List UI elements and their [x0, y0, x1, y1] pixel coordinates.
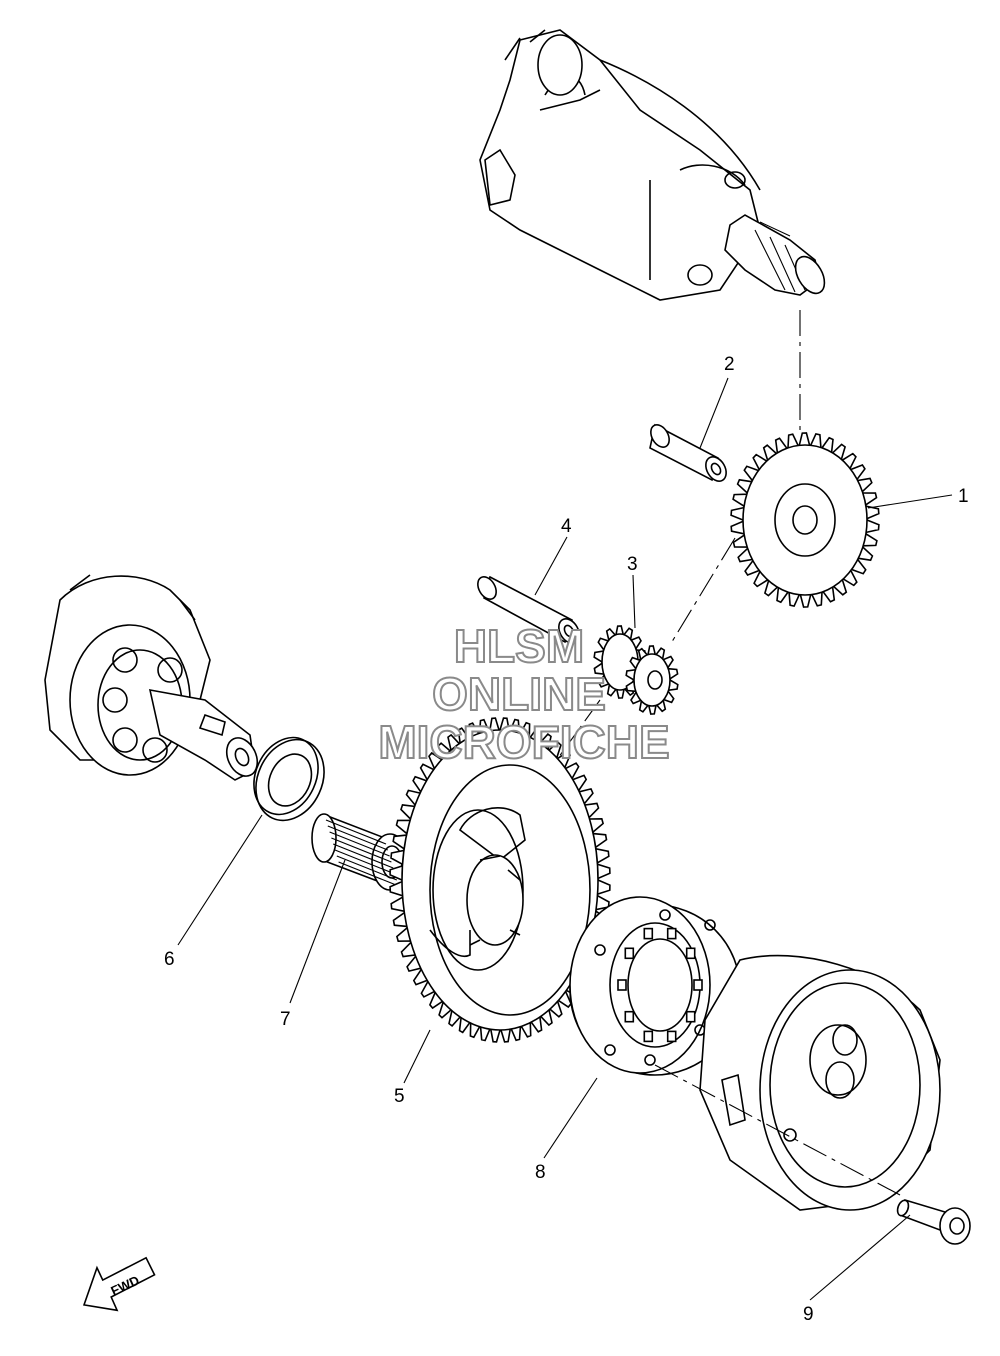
part-1-gear: [730, 432, 880, 608]
callout-6: 6: [164, 949, 175, 970]
part-2-shaft: [649, 423, 727, 482]
callout-7: 7: [280, 1009, 291, 1030]
callout-3: 3: [627, 554, 638, 575]
callout-4: 4: [561, 516, 572, 537]
forward-arrow-icon: FWD: [82, 1256, 156, 1312]
part-4-shaft: [477, 575, 580, 644]
part-8-clutch: [569, 896, 741, 1076]
part-9-bolt: [896, 1199, 971, 1245]
callout-9: 9: [803, 1304, 814, 1325]
starter-motor: [479, 29, 826, 301]
watermark-line-3: MICROFICHE: [378, 716, 669, 768]
callout-5: 5: [394, 1086, 405, 1107]
watermark: HLSM ONLINE MICROFICHE: [377, 619, 670, 769]
callout-1: 1: [958, 486, 969, 507]
callout-2: 2: [724, 354, 735, 375]
flywheel-rotor: [699, 954, 941, 1211]
watermark-line-2: ONLINE: [432, 668, 606, 720]
watermark-line-1: HLSM: [454, 620, 584, 672]
part-3-gear: [593, 625, 679, 715]
part-5-gear: [389, 717, 611, 1043]
leader-lines: [177, 377, 953, 1301]
part-6-washer: [253, 736, 325, 822]
crankshaft: [44, 574, 259, 781]
callout-8: 8: [535, 1162, 546, 1183]
